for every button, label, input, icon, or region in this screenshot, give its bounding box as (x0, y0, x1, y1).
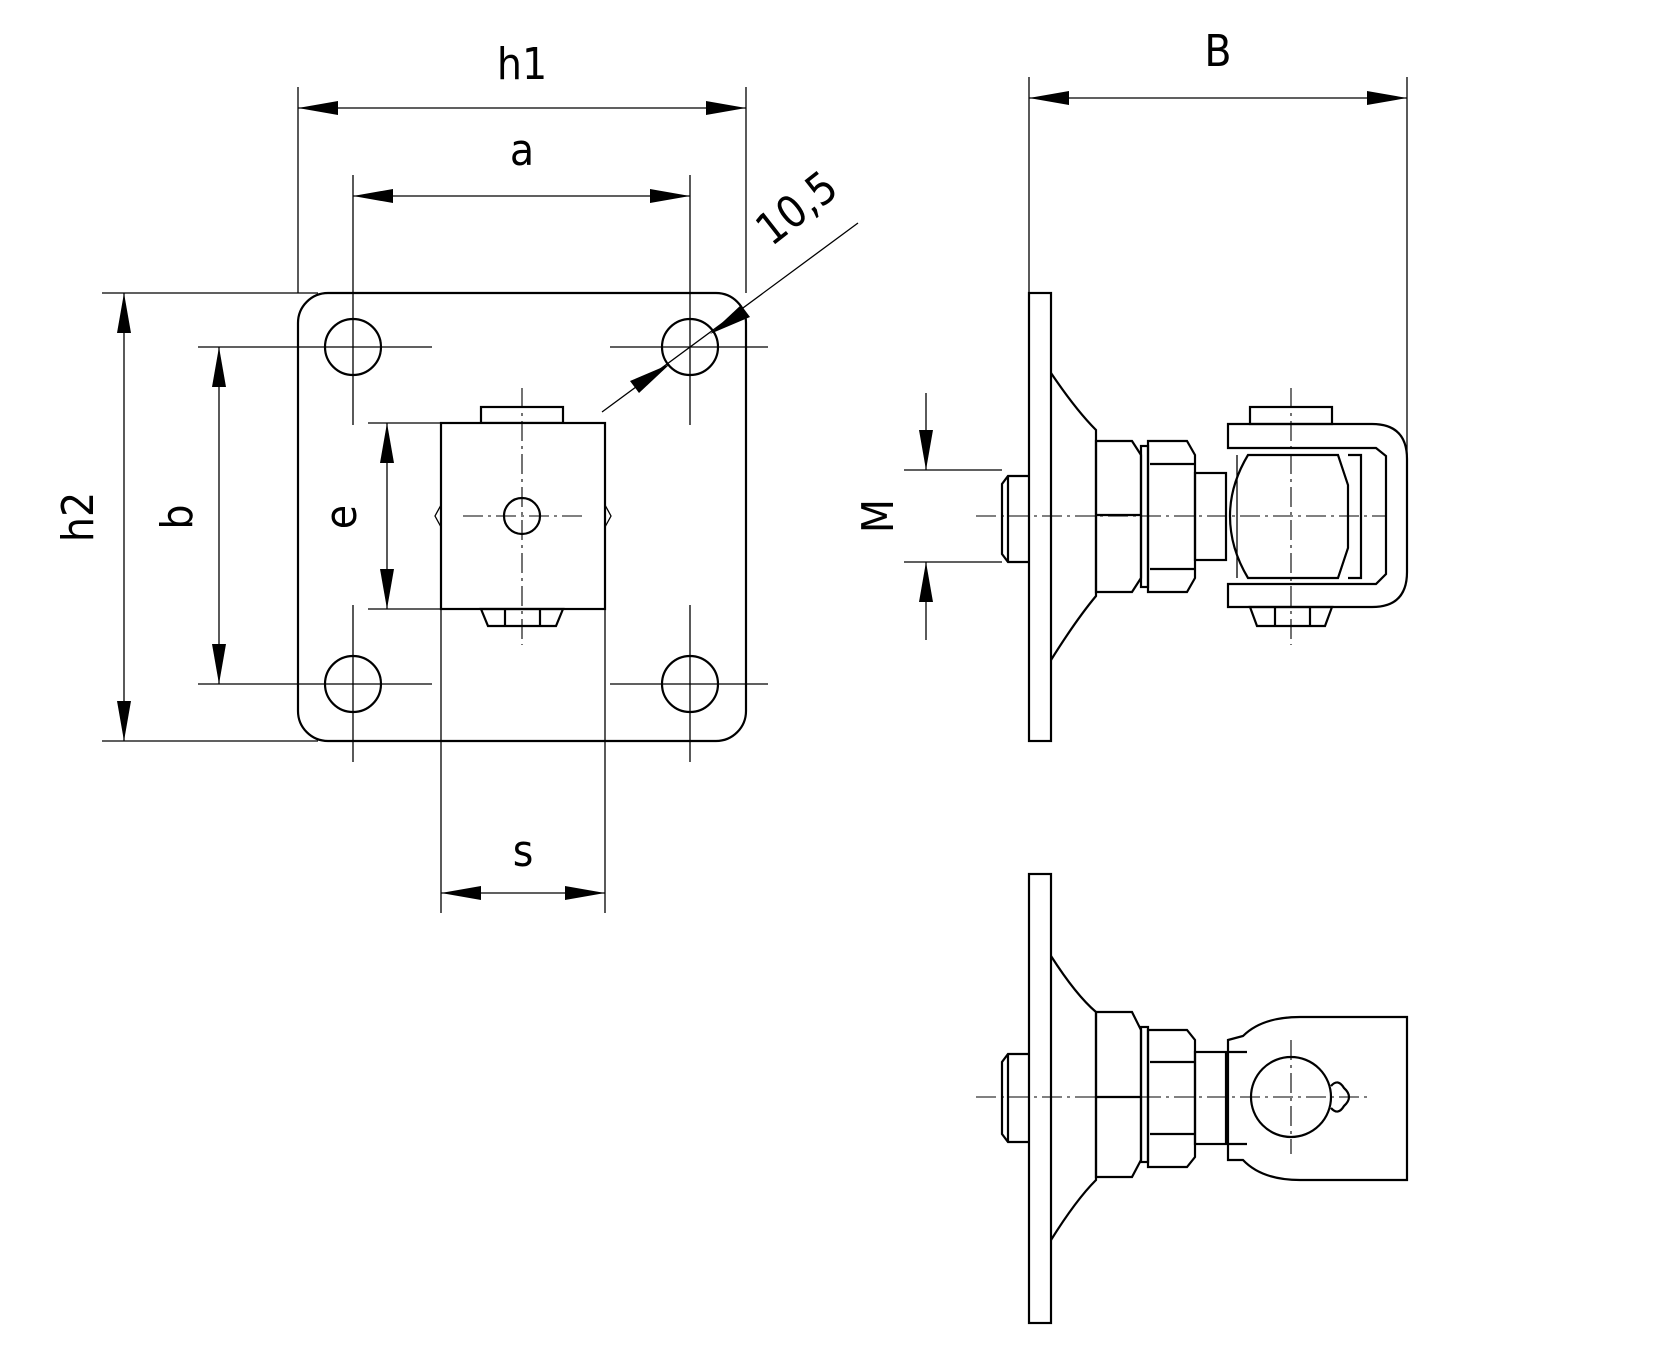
side-hex-nut-2 (1146, 439, 1197, 594)
dimension-B-label: B (1204, 26, 1231, 77)
side-plate (1027, 291, 1053, 743)
hinge-eye-bottom-nut (479, 607, 565, 628)
hole-center-lines (198, 175, 768, 762)
hinge-eye-side-tabs (434, 504, 612, 528)
dimension-M-label: M (853, 499, 904, 533)
bottom-cone (1050, 955, 1098, 1241)
bottom-hinge-eye (1226, 1015, 1409, 1182)
dimension-h2-label: h2 (53, 492, 104, 542)
side-hinge-bracket (1226, 422, 1409, 609)
bottom-thread-neck (1193, 1050, 1228, 1146)
dimension-s-label: s (513, 826, 534, 877)
dimension-hole-diameter: 10,5 (601, 161, 859, 413)
dimension-h2: h2 (53, 293, 131, 741)
dimension-a: a (353, 125, 690, 203)
side-view (904, 77, 1409, 743)
dimension-b: b (152, 347, 226, 684)
dimension-e-label: e (316, 505, 367, 529)
dimension-B: B (1029, 26, 1407, 105)
side-bolt-tip (1000, 474, 1029, 564)
dimension-a-label: a (510, 125, 534, 176)
bottom-hex-nut-1 (1094, 1010, 1143, 1179)
bottom-bolt-tip (1000, 1052, 1029, 1144)
dimension-b-label: b (152, 504, 203, 529)
side-hinge-bottom-nut (1248, 605, 1334, 628)
dimension-M: M (853, 393, 933, 640)
dimension-s: s (441, 826, 605, 900)
dimension-e: e (316, 423, 394, 609)
dimension-h1-label: h1 (497, 39, 547, 90)
bottom-hex-nut-2 (1146, 1028, 1197, 1169)
bottom-plate (1027, 872, 1053, 1325)
bottom-view (976, 872, 1409, 1325)
front-view (102, 87, 768, 913)
mounting-plate (296, 291, 748, 743)
dimension-h1: h1 (298, 39, 746, 115)
